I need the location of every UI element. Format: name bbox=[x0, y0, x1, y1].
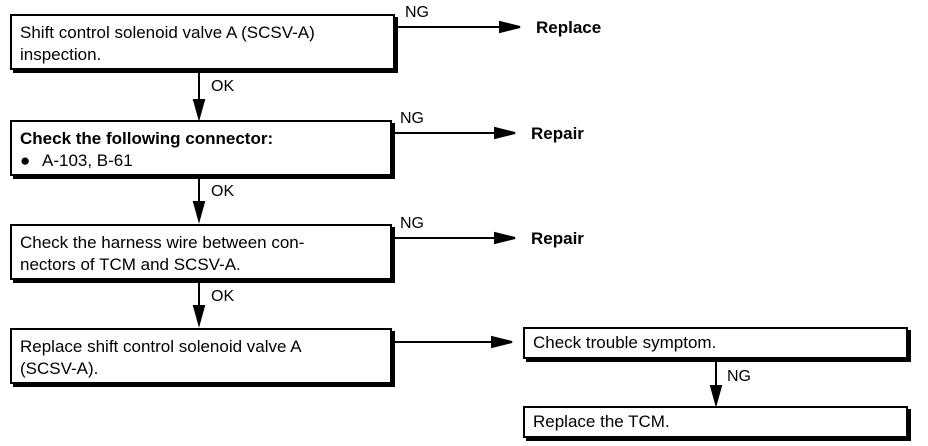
step-4-box: Replace shift control solenoid valve A (… bbox=[10, 328, 392, 384]
bullet-icon: ● bbox=[20, 151, 31, 170]
step-1-ok-label: OK bbox=[211, 78, 235, 95]
step-1-ng-label: NG bbox=[405, 4, 429, 21]
step-2-box: Check the following connector: ● A-103, B… bbox=[10, 120, 392, 176]
symptom-ng-label: NG bbox=[727, 368, 751, 385]
step-2-line-1: Check the following connector: bbox=[20, 129, 274, 148]
step-3-line-1: Check the harness wire between con- bbox=[20, 233, 305, 252]
step-3-ok-label: OK bbox=[211, 288, 235, 305]
check-symptom-text: Check trouble symptom. bbox=[533, 333, 717, 352]
step-2-ng-result: Repair bbox=[531, 124, 584, 143]
ng-arrow-2 bbox=[494, 126, 516, 140]
ok-arrow-2 bbox=[192, 201, 206, 224]
step-1-line-2: inspection. bbox=[20, 45, 102, 64]
replace-tcm-box: Replace the TCM. bbox=[523, 406, 908, 438]
step-3-line-2: nectors of TCM and SCSV-A. bbox=[20, 255, 241, 274]
step-2-connector-list: A-103, B-61 bbox=[42, 151, 133, 170]
step-4-line-2: (SCSV-A). bbox=[20, 359, 99, 378]
ok-arrow-3 bbox=[192, 305, 206, 328]
step-1-ng-result: Replace bbox=[536, 18, 602, 37]
step-2-ng-label: NG bbox=[400, 110, 424, 127]
arrow-to-symptom bbox=[491, 335, 513, 349]
step-2-ok-label: OK bbox=[211, 183, 235, 200]
ng-arrow-3 bbox=[494, 231, 516, 245]
replace-tcm-text: Replace the TCM. bbox=[533, 412, 670, 431]
ok-arrow-1 bbox=[192, 99, 206, 122]
step-1-box: Shift control solenoid valve A (SCSV-A) … bbox=[10, 14, 395, 70]
ng-arrow-1 bbox=[499, 20, 521, 34]
ng-arrow-symptom bbox=[709, 385, 723, 408]
step-3-ng-result: Repair bbox=[531, 229, 584, 248]
step-2-bullet-line: ● A-103, B-61 bbox=[20, 150, 382, 172]
step-3-box: Check the harness wire between con- nect… bbox=[10, 224, 392, 280]
step-3-ng-label: NG bbox=[400, 215, 424, 232]
step-1-line-1: Shift control solenoid valve A (SCSV-A) bbox=[20, 23, 315, 42]
check-symptom-box: Check trouble symptom. bbox=[523, 327, 908, 359]
step-4-line-1: Replace shift control solenoid valve A bbox=[20, 337, 302, 356]
